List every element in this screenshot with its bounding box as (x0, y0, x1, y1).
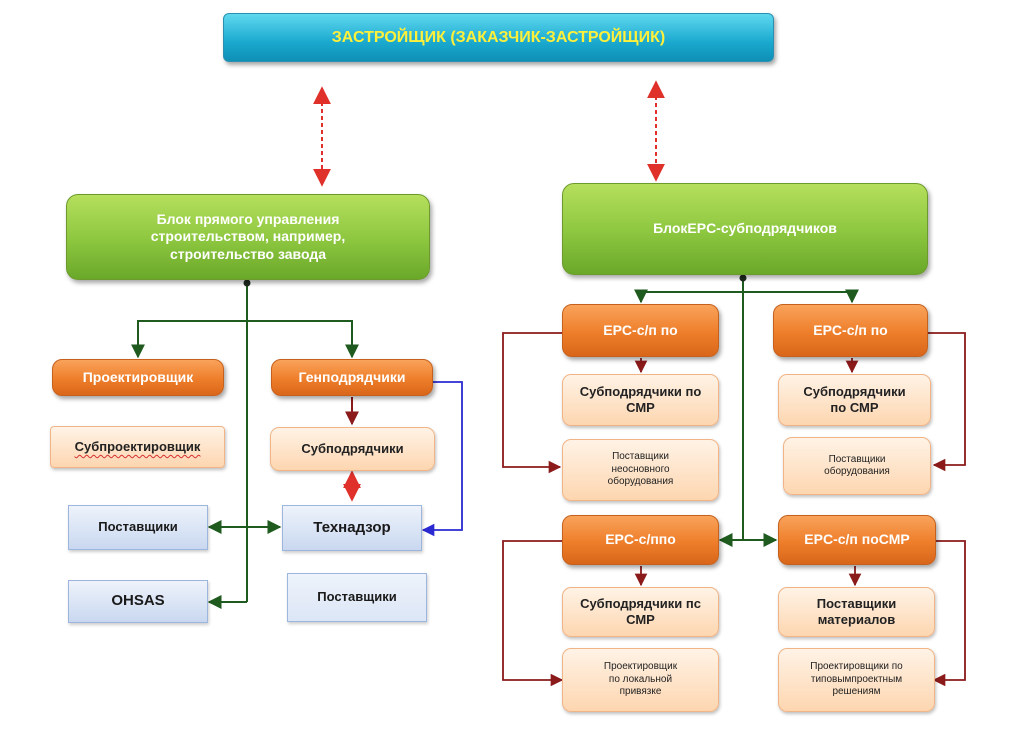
junction-dot (739, 274, 747, 282)
epc-1-subcontractors-box: Субподрядчики по СМР (562, 374, 719, 426)
subcontractors-box: Субподрядчики (270, 427, 435, 471)
epc-4-designer-box: Проектировщики по типовымпроектным решен… (778, 648, 935, 712)
epc-4-designer-label: Проектировщики по типовымпроектным решен… (810, 661, 903, 698)
suppliers-left-box: Поставщики (68, 505, 208, 550)
epc-4-box: EPC-с/п поСМР (778, 515, 936, 565)
ohsas-box: OHSAS (68, 580, 208, 623)
epc-4-label: EPC-с/п поСМР (804, 531, 910, 548)
subcontractors-label: Субподрядчики (301, 440, 404, 456)
epc-3-designer-box: Проектировщик по локальной привязке (562, 648, 719, 712)
direct-management-block: Блок прямого управления строительством, … (66, 194, 430, 280)
designer-box: Проектировщик (52, 359, 224, 396)
epc-3-box: EPC-с/ппо (562, 515, 719, 565)
technical-supervision-box: Технадзор (282, 505, 422, 551)
epc-4-suppliers-label: Поставщики материалов (816, 595, 897, 627)
left-block-connectors (131, 281, 359, 609)
technical-supervision-label: Технадзор (313, 518, 391, 536)
right-block-connectors (634, 276, 859, 547)
suppliers-right-box: Поставщики (287, 573, 427, 622)
epc-1-suppliers-label: Поставщики неосновного оборудования (607, 451, 674, 488)
epc-2-suppliers-label: Поставщики оборудования (824, 453, 890, 478)
epc-subcontractors-block: БлокEPC-субподрядчиков (562, 183, 928, 275)
epc-2-label: EPC-с/п по (813, 321, 888, 338)
epc-1-subcontractors-label: Субподрядчики по СМР (579, 383, 702, 415)
epc-3-subcontractors-box: Субподрядчики пс СМР (562, 587, 719, 637)
developer-label: ЗАСТРОЙЩИК (ЗАКАЗЧИК-ЗАСТРОЙЩИК) (331, 28, 666, 46)
subdesigner-box: Субпроектировщик (50, 426, 225, 468)
epc-1-suppliers-box: Поставщики неосновного оборудования (562, 439, 719, 501)
epc-2-subcontractors-box: Субподрядчики по СМР (778, 374, 931, 426)
epc-2-box: EPC-с/п по (773, 304, 928, 357)
designer-label: Проектировщик (82, 368, 194, 385)
epc-3-designer-label: Проектировщик по локальной привязке (603, 661, 678, 698)
epc-1-box: EPC-с/п по (562, 304, 719, 357)
general-contractor-box: Генподрядчики (271, 359, 433, 396)
subdesigner-label: Субпроектировщик (74, 438, 201, 454)
junction-dot (243, 279, 251, 287)
suppliers-right-label: Поставщики (317, 589, 397, 605)
epc-4-suppliers-box: Поставщики материалов (778, 587, 935, 637)
epc-2-suppliers-box: Поставщики оборудования (783, 437, 931, 495)
epc-connectors (502, 332, 966, 687)
suppliers-left-label: Поставщики (98, 519, 178, 535)
developer-link-arrows (313, 80, 665, 187)
epc-3-subcontractors-label: Субподрядчики пс СМР (580, 595, 701, 627)
general-contractor-label: Генподрядчики (298, 368, 406, 385)
developer-box: ЗАСТРОЙЩИК (ЗАКАЗЧИК-ЗАСТРОЙЩИК) (223, 13, 774, 62)
direct-management-label: Блок прямого управления строительством, … (150, 210, 346, 262)
ohsas-label: OHSAS (111, 592, 165, 610)
epc-subcontractors-label: БлокEPC-субподрядчиков (653, 220, 837, 237)
epc-3-label: EPC-с/ппо (605, 531, 676, 548)
epc-1-label: EPC-с/п по (603, 321, 678, 338)
epc-2-subcontractors-label: Субподрядчики по СМР (803, 383, 906, 415)
